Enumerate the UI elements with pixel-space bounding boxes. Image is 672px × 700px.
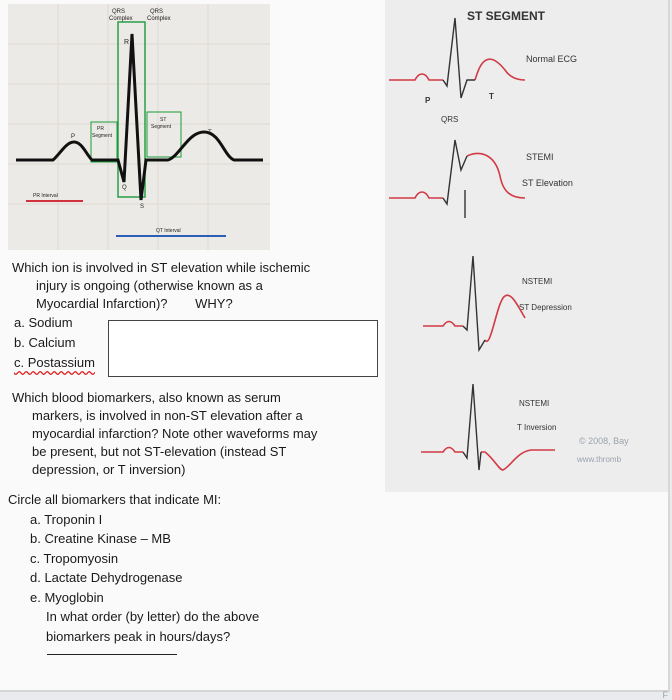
biomarker-troponin[interactable]: a. Troponin I	[30, 511, 103, 527]
option-calcium[interactable]: b. Calcium	[14, 335, 76, 350]
url-label: www.thromb	[576, 455, 622, 464]
stemi-qrs-complex	[442, 139, 468, 206]
question-1-line-1: Which ion is involved in ST elevation wh…	[12, 260, 311, 275]
biomarker-myoglobin[interactable]: e. Myoglobin	[30, 589, 104, 605]
st-segment-label-a: ST	[160, 117, 166, 123]
qrs-label-1b: Complex	[109, 16, 133, 22]
question-2-line-4: be present, but not ST-elevation (instea…	[32, 444, 287, 459]
question-1: Which ion is involved in ST elevation wh…	[12, 259, 310, 313]
nstemi-label-2: NSTEMI	[519, 399, 549, 408]
pr-segment-label-b: Segment	[92, 133, 113, 139]
normal-p-label: P	[425, 96, 431, 105]
ecg-grid	[8, 4, 270, 250]
biomarker-ck-mb[interactable]: b. Creatine Kinase – MB	[30, 531, 171, 546]
qrs-label-2b: Complex	[147, 16, 171, 22]
question-3-followup-1: In what order (by letter) do the above	[46, 609, 260, 624]
q-label: Q	[122, 185, 127, 191]
st-depression-qrs-complex	[462, 255, 486, 353]
normal-qrs-label: QRS	[441, 115, 458, 124]
st-elevation-label: ST Elevation	[522, 178, 573, 188]
option-potassium[interactable]: c. Postassium	[14, 353, 95, 373]
question-2-line-2: markers, is involved in non-ST elevation…	[32, 408, 303, 423]
question-1-line-3: Myocardial Infarction)?	[36, 296, 168, 311]
question-3-followup-2: biomarkers peak in hours/days?	[46, 628, 231, 644]
question-2-line-5: depression, or T inversion)	[32, 462, 186, 477]
qt-interval-label: QT Interval	[156, 228, 181, 234]
qrs-label-2a: QRS	[150, 9, 163, 15]
st-segment-diagram: ST SEGMENT Normal ECG P T QRS STEMI ST E…	[385, 0, 668, 492]
normal-ecg-label: Normal ECG	[526, 54, 577, 64]
question-1-line-2: injury is ongoing (otherwise known as a	[36, 278, 263, 293]
r-label: R	[124, 39, 129, 46]
question-2-line-1: Which blood biomarkers, also known as se…	[12, 390, 281, 405]
copyright-label: © 2008, Bay	[579, 436, 629, 446]
stemi-trace	[389, 152, 526, 199]
question-3: Circle all biomarkers that indicate MI: …	[8, 490, 259, 646]
ecg-waveform	[16, 33, 263, 201]
question-2-line-3: myocardial infarction? Note other wavefo…	[32, 426, 318, 441]
pr-segment-label-a: PR	[97, 126, 104, 132]
t-wave-label: T	[208, 130, 212, 136]
t-inversion-label: T Inversion	[517, 423, 556, 432]
nstemi-label-1: NSTEMI	[522, 277, 552, 286]
normal-qrs-complex	[442, 17, 475, 99]
option-sodium[interactable]: a. Sodium	[14, 315, 73, 330]
pr-segment-box	[90, 121, 118, 163]
qrs-complex-box	[117, 21, 146, 198]
normal-t-label: T	[489, 92, 494, 101]
st-diagram-background	[385, 0, 668, 492]
question-3-heading: Circle all biomarkers that indicate MI:	[8, 492, 222, 507]
st-segment-title: ST SEGMENT	[467, 9, 546, 23]
st-depression-trace	[423, 294, 526, 343]
biomarker-ldh[interactable]: d. Lactate Dehydrogenase	[30, 570, 183, 585]
t-inversion-qrs-complex	[462, 383, 482, 471]
s-label: S	[140, 204, 144, 210]
ecg-waveform-diagram: QRS Complex QRS Complex R PR Segment ST …	[8, 4, 270, 250]
option-potassium-text: c. Postassium	[14, 355, 95, 370]
question-1-why: WHY?	[195, 296, 233, 311]
question-2: Which blood biomarkers, also known as se…	[12, 389, 317, 479]
ecg-diagram-background	[8, 4, 270, 250]
question-1-options: a. Sodium b. Calcium c. Postassium	[14, 313, 95, 373]
st-segment-label-b: Segment	[151, 124, 172, 130]
st-segment-box	[146, 111, 182, 158]
p-wave-label: P	[71, 134, 75, 140]
answer-blank-line[interactable]	[47, 654, 177, 655]
pr-interval-label: PR Interval	[33, 193, 58, 199]
t-inversion-trace	[421, 446, 555, 471]
stemi-label: STEMI	[526, 152, 554, 162]
corner-text: F	[662, 690, 669, 700]
qrs-label-1a: QRS	[112, 9, 125, 15]
normal-ecg-trace	[389, 58, 526, 81]
st-depression-label: ST Depression	[519, 303, 572, 312]
answer-box[interactable]	[108, 320, 378, 377]
biomarker-tropomyosin[interactable]: c. Tropomyosin	[30, 550, 119, 566]
